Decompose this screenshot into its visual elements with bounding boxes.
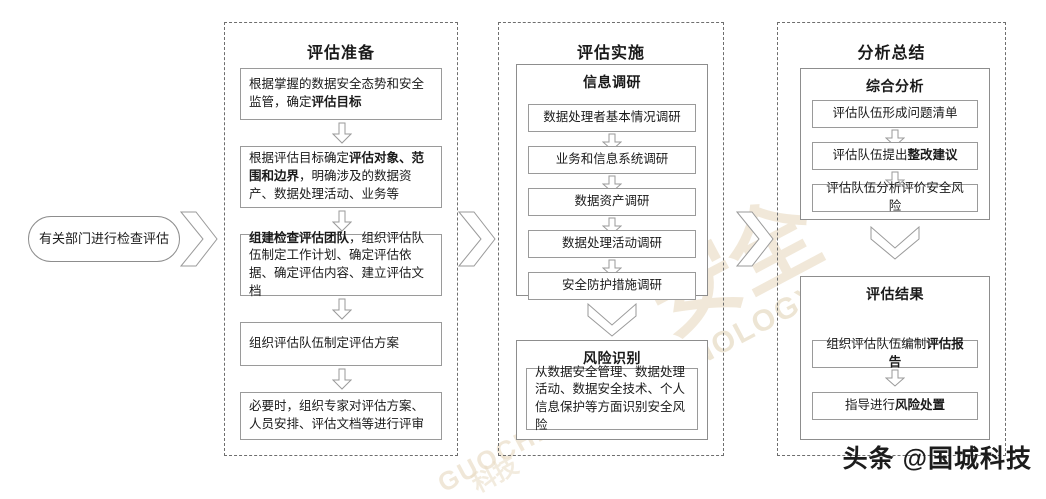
process-box-analysis-3-text: 评估队伍分析评价安全风险 <box>826 181 964 213</box>
footer-brand: 头条 @国城科技 <box>842 445 1032 473</box>
down-arrow-icon-prep-1-2 <box>332 122 352 144</box>
process-box-survey-1-text: 数据处理者基本情况调研 <box>543 110 681 125</box>
panel-assessment-result-title: 评估结果 <box>866 288 924 303</box>
stage-preparation-title: 评估准备 <box>306 45 375 62</box>
wide-down-chevron-icon-analysis-to-result <box>870 226 920 260</box>
process-box-prep-5-text: 必要时，组织专家对评估方案、人员安排、评估文档等进行评审 <box>249 399 425 431</box>
process-box-survey-5[interactable]: 安全防护措施调研 <box>528 272 696 300</box>
process-box-prep-4[interactable]: 组织评估队伍制定评估方案 <box>240 322 442 366</box>
process-box-survey-2-text: 业务和信息系统调研 <box>555 152 669 167</box>
process-box-survey-5-text: 安全防护措施调研 <box>561 278 662 293</box>
down-arrow-icon-prep-4-5 <box>332 368 352 390</box>
entry-node-label: 有关部门进行检查评估 <box>38 231 169 247</box>
process-box-survey-3-text: 数据资产调研 <box>574 194 650 209</box>
process-box-prep-3[interactable]: 组建检查评估团队，组织评估队伍制定工作计划、确定评估依据、确定评估内容、建立评估… <box>240 231 442 298</box>
process-box-analysis-1[interactable]: 评估队伍形成问题清单 <box>812 100 978 128</box>
down-arrow-icon-prep-2-3 <box>332 210 352 232</box>
stage-implementation: 评估实施 <box>498 22 724 456</box>
down-arrow-icon-prep-3-4 <box>332 298 352 320</box>
process-box-result-1[interactable]: 组织评估队伍编制评估报告 <box>812 337 978 369</box>
process-box-survey-3[interactable]: 数据资产调研 <box>528 188 696 216</box>
process-box-survey-1[interactable]: 数据处理者基本情况调研 <box>528 104 696 132</box>
process-box-analysis-3[interactable]: 评估队伍分析评价安全风险 <box>812 181 978 213</box>
process-box-analysis-2-text: 评估队伍提出整改建议 <box>832 148 958 163</box>
stage-analysis-summary-title: 分析总结 <box>857 45 926 62</box>
process-box-prep-4-text: 组织评估队伍制定评估方案 <box>249 336 400 351</box>
process-box-survey-2[interactable]: 业务和信息系统调研 <box>528 146 696 174</box>
process-box-risk-1[interactable]: 从数据安全管理、数据处理活动、数据安全技术、个人信息保护等方面识别安全风险 <box>526 365 698 432</box>
process-box-survey-4[interactable]: 数据处理活动调研 <box>528 230 696 258</box>
process-box-analysis-1-text: 评估队伍形成问题清单 <box>832 106 958 121</box>
panel-risk-identification-title: 风险识别 <box>583 352 641 367</box>
panel-comprehensive-analysis-title: 综合分析 <box>866 80 924 95</box>
chevron-right-icon-stage1-to-stage2 <box>458 211 496 267</box>
process-box-prep-2-text: 根据评估目标确定评估对象、范围和边界，明确涉及的数据资产、数据处理活动、业务等 <box>249 151 425 201</box>
process-box-risk-1-text: 从数据安全管理、数据处理活动、数据安全技术、个人信息保护等方面识别安全风险 <box>535 364 686 432</box>
entry-node[interactable]: 有关部门进行检查评估 <box>28 216 180 262</box>
process-box-prep-5[interactable]: 必要时，组织专家对评估方案、人员安排、评估文档等进行评审 <box>240 392 442 440</box>
chevron-right-icon-entry-to-stage1 <box>180 211 218 267</box>
process-box-analysis-2[interactable]: 评估队伍提出整改建议 <box>812 142 978 170</box>
down-arrow-icon-result-1-2 <box>885 369 905 391</box>
diagram-canvas: 安全 TECHNOLOGY GUOCHENG 科技 有关部门进行检查评估 评估准… <box>28 22 1032 498</box>
stage-analysis-summary: 分析总结 <box>777 22 1006 456</box>
stage-implementation-title: 评估实施 <box>576 45 645 62</box>
process-box-prep-3-text: 组建检查评估团队，组织评估队伍制定工作计划、确定评估依据、确定评估内容、建立评估… <box>249 230 425 298</box>
process-box-result-2-text: 指导进行风险处置 <box>844 398 946 413</box>
process-box-prep-1[interactable]: 根据掌握的数据安全态势和安全监管，确定评估目标 <box>240 68 442 120</box>
wide-down-chevron-icon-survey-to-risk <box>587 303 637 337</box>
panel-information-survey-title: 信息调研 <box>583 76 641 91</box>
process-box-result-2[interactable]: 指导进行风险处置 <box>812 392 978 420</box>
chevron-right-icon-stage2-to-stage3 <box>736 211 774 267</box>
process-box-prep-1-text: 根据掌握的数据安全态势和安全监管，确定评估目标 <box>249 77 425 109</box>
process-box-survey-4-text: 数据处理活动调研 <box>561 236 662 251</box>
stage-preparation: 评估准备 <box>224 22 458 456</box>
process-box-result-1-text: 组织评估队伍编制评估报告 <box>826 337 964 369</box>
process-box-prep-2[interactable]: 根据评估目标确定评估对象、范围和边界，明确涉及的数据资产、数据处理活动、业务等 <box>240 146 442 208</box>
